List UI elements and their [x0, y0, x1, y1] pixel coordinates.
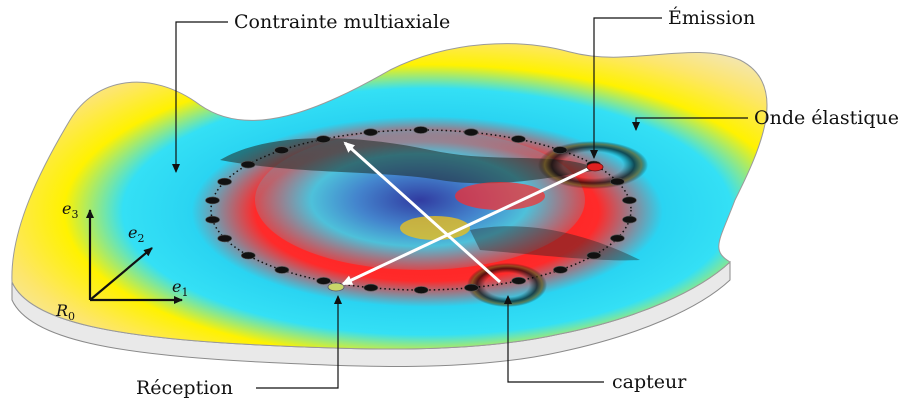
wave-path-arrow-1 — [341, 166, 591, 286]
sensor-26 — [622, 196, 637, 205]
sensor-3 — [586, 251, 602, 260]
sensor-9 — [316, 277, 331, 285]
sensor-19 — [363, 128, 378, 137]
leader-onde — [632, 117, 748, 131]
sensor-18 — [315, 135, 331, 143]
dark-swirl — [220, 138, 600, 184]
axis-e3-label: e3 — [62, 199, 78, 221]
emitter-sensor — [586, 162, 604, 172]
label-onde-elastique: Onde élastique — [754, 107, 899, 129]
red-patch — [455, 182, 545, 210]
wave-path-arrow-2 — [343, 141, 502, 284]
sensor-6 — [464, 283, 479, 292]
wave-ring-sensor — [467, 263, 547, 307]
sensor-16 — [240, 160, 256, 169]
axis-e2-label: e2 — [128, 223, 144, 245]
sensor-15 — [217, 177, 232, 186]
sensor-10 — [274, 266, 290, 274]
sensor-13 — [205, 215, 220, 224]
sensor-11 — [241, 251, 256, 260]
sensor-group — [205, 126, 637, 294]
dark-swirl-2 — [470, 226, 640, 261]
sensor-4 — [553, 265, 568, 274]
label-contrainte-multiaxiale: Contrainte multiaxiale — [234, 11, 450, 33]
origin-label: R0 — [55, 301, 75, 323]
sensor-8 — [363, 283, 379, 292]
sensor-12 — [217, 234, 232, 243]
sensor-17 — [274, 146, 289, 154]
sensor-25 — [609, 177, 625, 186]
receiver-sensor — [327, 282, 345, 292]
leader-contrainte — [172, 21, 228, 173]
sensor-2 — [610, 234, 625, 243]
sensor-22 — [511, 135, 526, 143]
sensor-5 — [511, 276, 527, 285]
coordinate-frame: e3 e2 e1 R0 — [55, 199, 188, 323]
leader-emission — [590, 17, 662, 159]
axis-e2-arrow — [89, 247, 153, 301]
label-emission: Émission — [668, 6, 755, 29]
label-capteur: capteur — [612, 371, 687, 393]
sensor-7 — [413, 286, 429, 294]
sensor-23 — [552, 146, 568, 154]
sensor-20 — [413, 126, 429, 134]
leader-reception — [256, 295, 342, 389]
sensor-14 — [205, 196, 220, 205]
sensor-1 — [622, 215, 637, 224]
leader-capteur — [504, 295, 604, 383]
label-reception: Réception — [136, 377, 233, 399]
sensor-21 — [463, 128, 479, 137]
axis-e1-label: e1 — [172, 277, 188, 299]
